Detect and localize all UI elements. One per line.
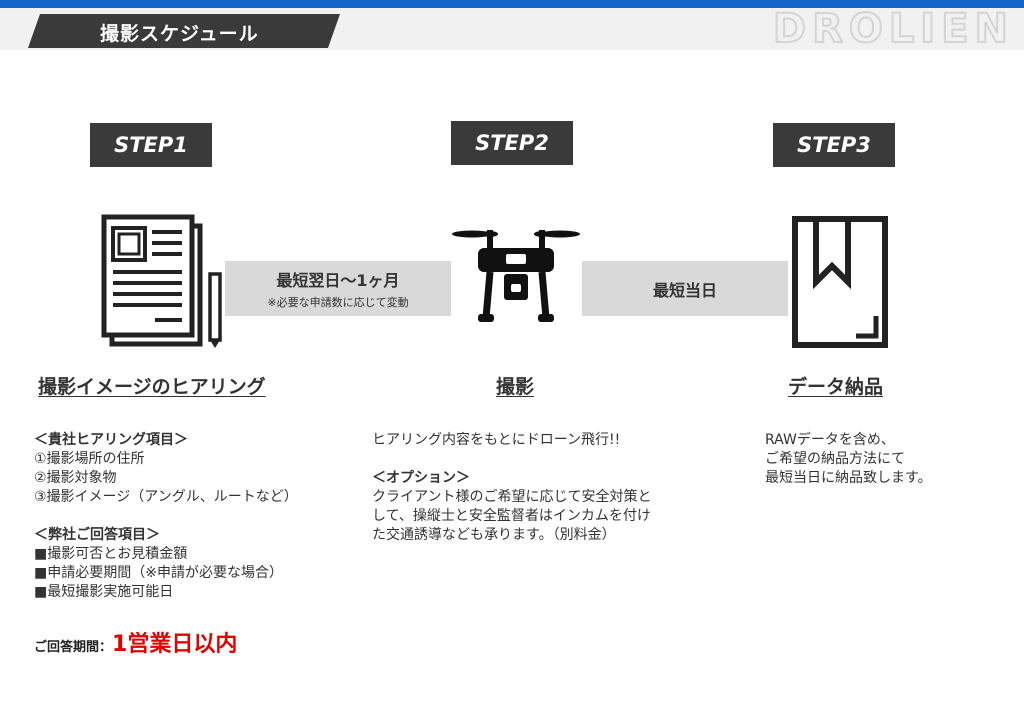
delivery-text: 最短当日に納品致します。 [765,470,932,486]
flight-description: ヒアリング内容をもとにドローン飛行!! [372,432,621,448]
brand-logo: DROLIEN [772,5,1014,53]
reply-item: ■最短撮影実施可能日 [34,584,174,600]
step2-box: STEP2 [451,121,573,165]
client-items-heading: ＜貴社ヒアリング項目＞ [34,432,188,448]
client-item: ①撮影場所の住所 [34,451,145,467]
option-text: クライアント様のご希望に応じて安全対策と [372,489,652,505]
title-tab [28,14,340,48]
step3-box: STEP3 [773,123,895,167]
arrow-step1-to-step2: 最短翌日〜1ヶ月 ※必要な申請数に応じて変動 [225,261,451,316]
package-icon [792,216,888,348]
arrow-step2-to-step3: 最短当日 [582,261,788,316]
reply-item: ■撮影可否とお見積金額 [34,546,188,562]
option-heading: ＜オプション＞ [372,470,470,486]
step1-box: STEP1 [90,123,212,167]
reply-items-heading: ＜弊社ご回答項目＞ [34,527,160,543]
delivery-text: ご希望の納品方法にて [765,451,905,467]
reply-item: ■申請必要期間（※申請が必要な場合） [34,565,283,581]
page-title: 撮影スケジュール [100,23,259,45]
deadline-label: ご回答期間： [34,640,113,655]
step1-heading: 撮影イメージのヒアリング [38,376,266,398]
deadline-value: 1営業日以内 [112,632,238,657]
arrow-step1-duration: 最短翌日〜1ヶ月 [276,271,400,290]
client-item: ②撮影対象物 [34,470,117,486]
step3-details: RAWデータを含め、 ご希望の納品方法にて 最短当日に納品致します。 [765,431,932,488]
top-accent-bar [0,0,1024,8]
document-icon [101,214,222,348]
option-text: た交通誘導なども承ります。（別料金） [372,527,616,543]
delivery-text: RAWデータを含め、 [765,432,895,448]
step1-details: ＜貴社ヒアリング項目＞ ①撮影場所の住所 ②撮影対象物 ③撮影イメージ（アングル… [34,431,298,602]
arrow-step1-note: ※必要な申請数に応じて変動 [267,296,409,309]
arrow-step2-duration: 最短当日 [652,280,717,300]
step3-heading: データ納品 [788,376,884,398]
step2-details: ヒアリング内容をもとにドローン飛行!! ＜オプション＞ クライアント様のご希望に… [372,431,651,545]
option-text: して、操縦士と安全監督者はインカムを付け [372,508,651,524]
step2-heading: 撮影 [496,376,535,398]
client-item: ③撮影イメージ（アングル、ルートなど） [34,489,298,505]
drone-icon [452,230,580,322]
reply-deadline: ご回答期間：1営業日以内 [34,626,237,658]
